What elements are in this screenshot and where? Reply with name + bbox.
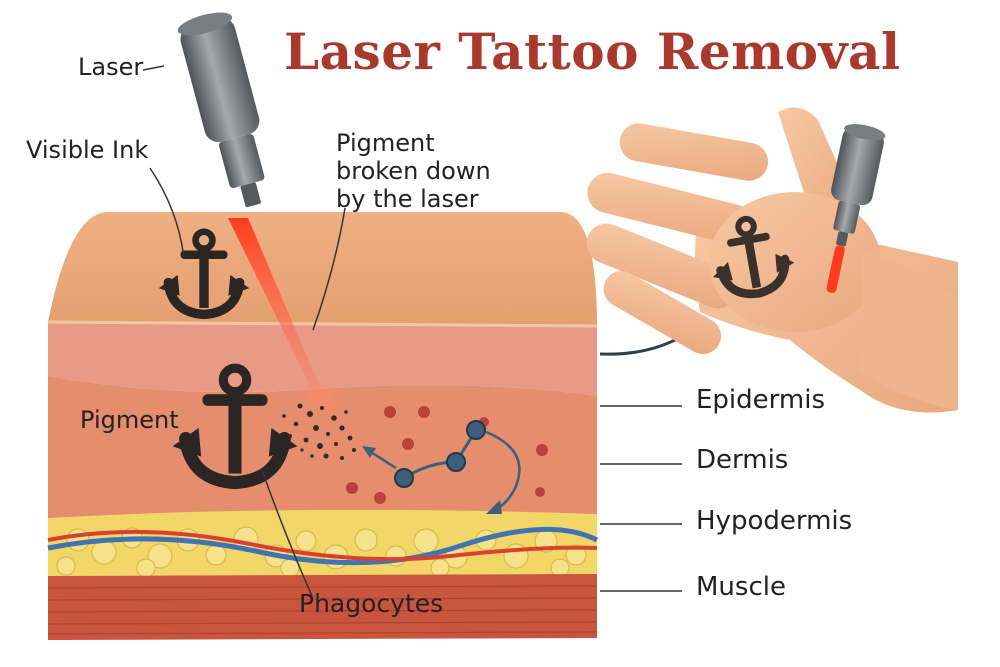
label-phagocytes: Phagocytes: [299, 589, 444, 618]
label-muscle: Muscle: [696, 572, 786, 602]
dermal-dots: [346, 406, 548, 504]
phagocytes-group: [362, 420, 521, 514]
label-pigment: Pigment: [80, 406, 179, 434]
laser-device-icon: [177, 12, 265, 208]
label-visible-ink: Visible Ink: [26, 136, 149, 164]
label-pigment-broken-line2: broken down: [336, 157, 491, 185]
laser-beam: [228, 218, 322, 394]
skin-surface: [48, 212, 597, 326]
diagram-title: Laser Tattoo Removal: [284, 22, 901, 81]
hand-laser-device-icon: [826, 124, 886, 293]
label-pigment-broken-line1: Pigment: [336, 129, 435, 157]
label-epidermis: Epidermis: [696, 385, 825, 415]
leader-lines: [142, 65, 682, 597]
label-pigment-broken-line3: by the laser: [336, 185, 479, 213]
laser-glow: [294, 380, 346, 416]
label-laser: Laser: [78, 53, 144, 81]
artery: [47, 529, 598, 562]
label-dermis: Dermis: [696, 445, 789, 475]
dermis-layer: [48, 376, 597, 522]
hand-icon: [586, 107, 958, 413]
vein: [47, 526, 599, 566]
epidermis-layer: [48, 322, 597, 396]
label-hypodermis: Hypodermis: [696, 506, 853, 536]
broken-pigment-particles: [282, 403, 356, 460]
